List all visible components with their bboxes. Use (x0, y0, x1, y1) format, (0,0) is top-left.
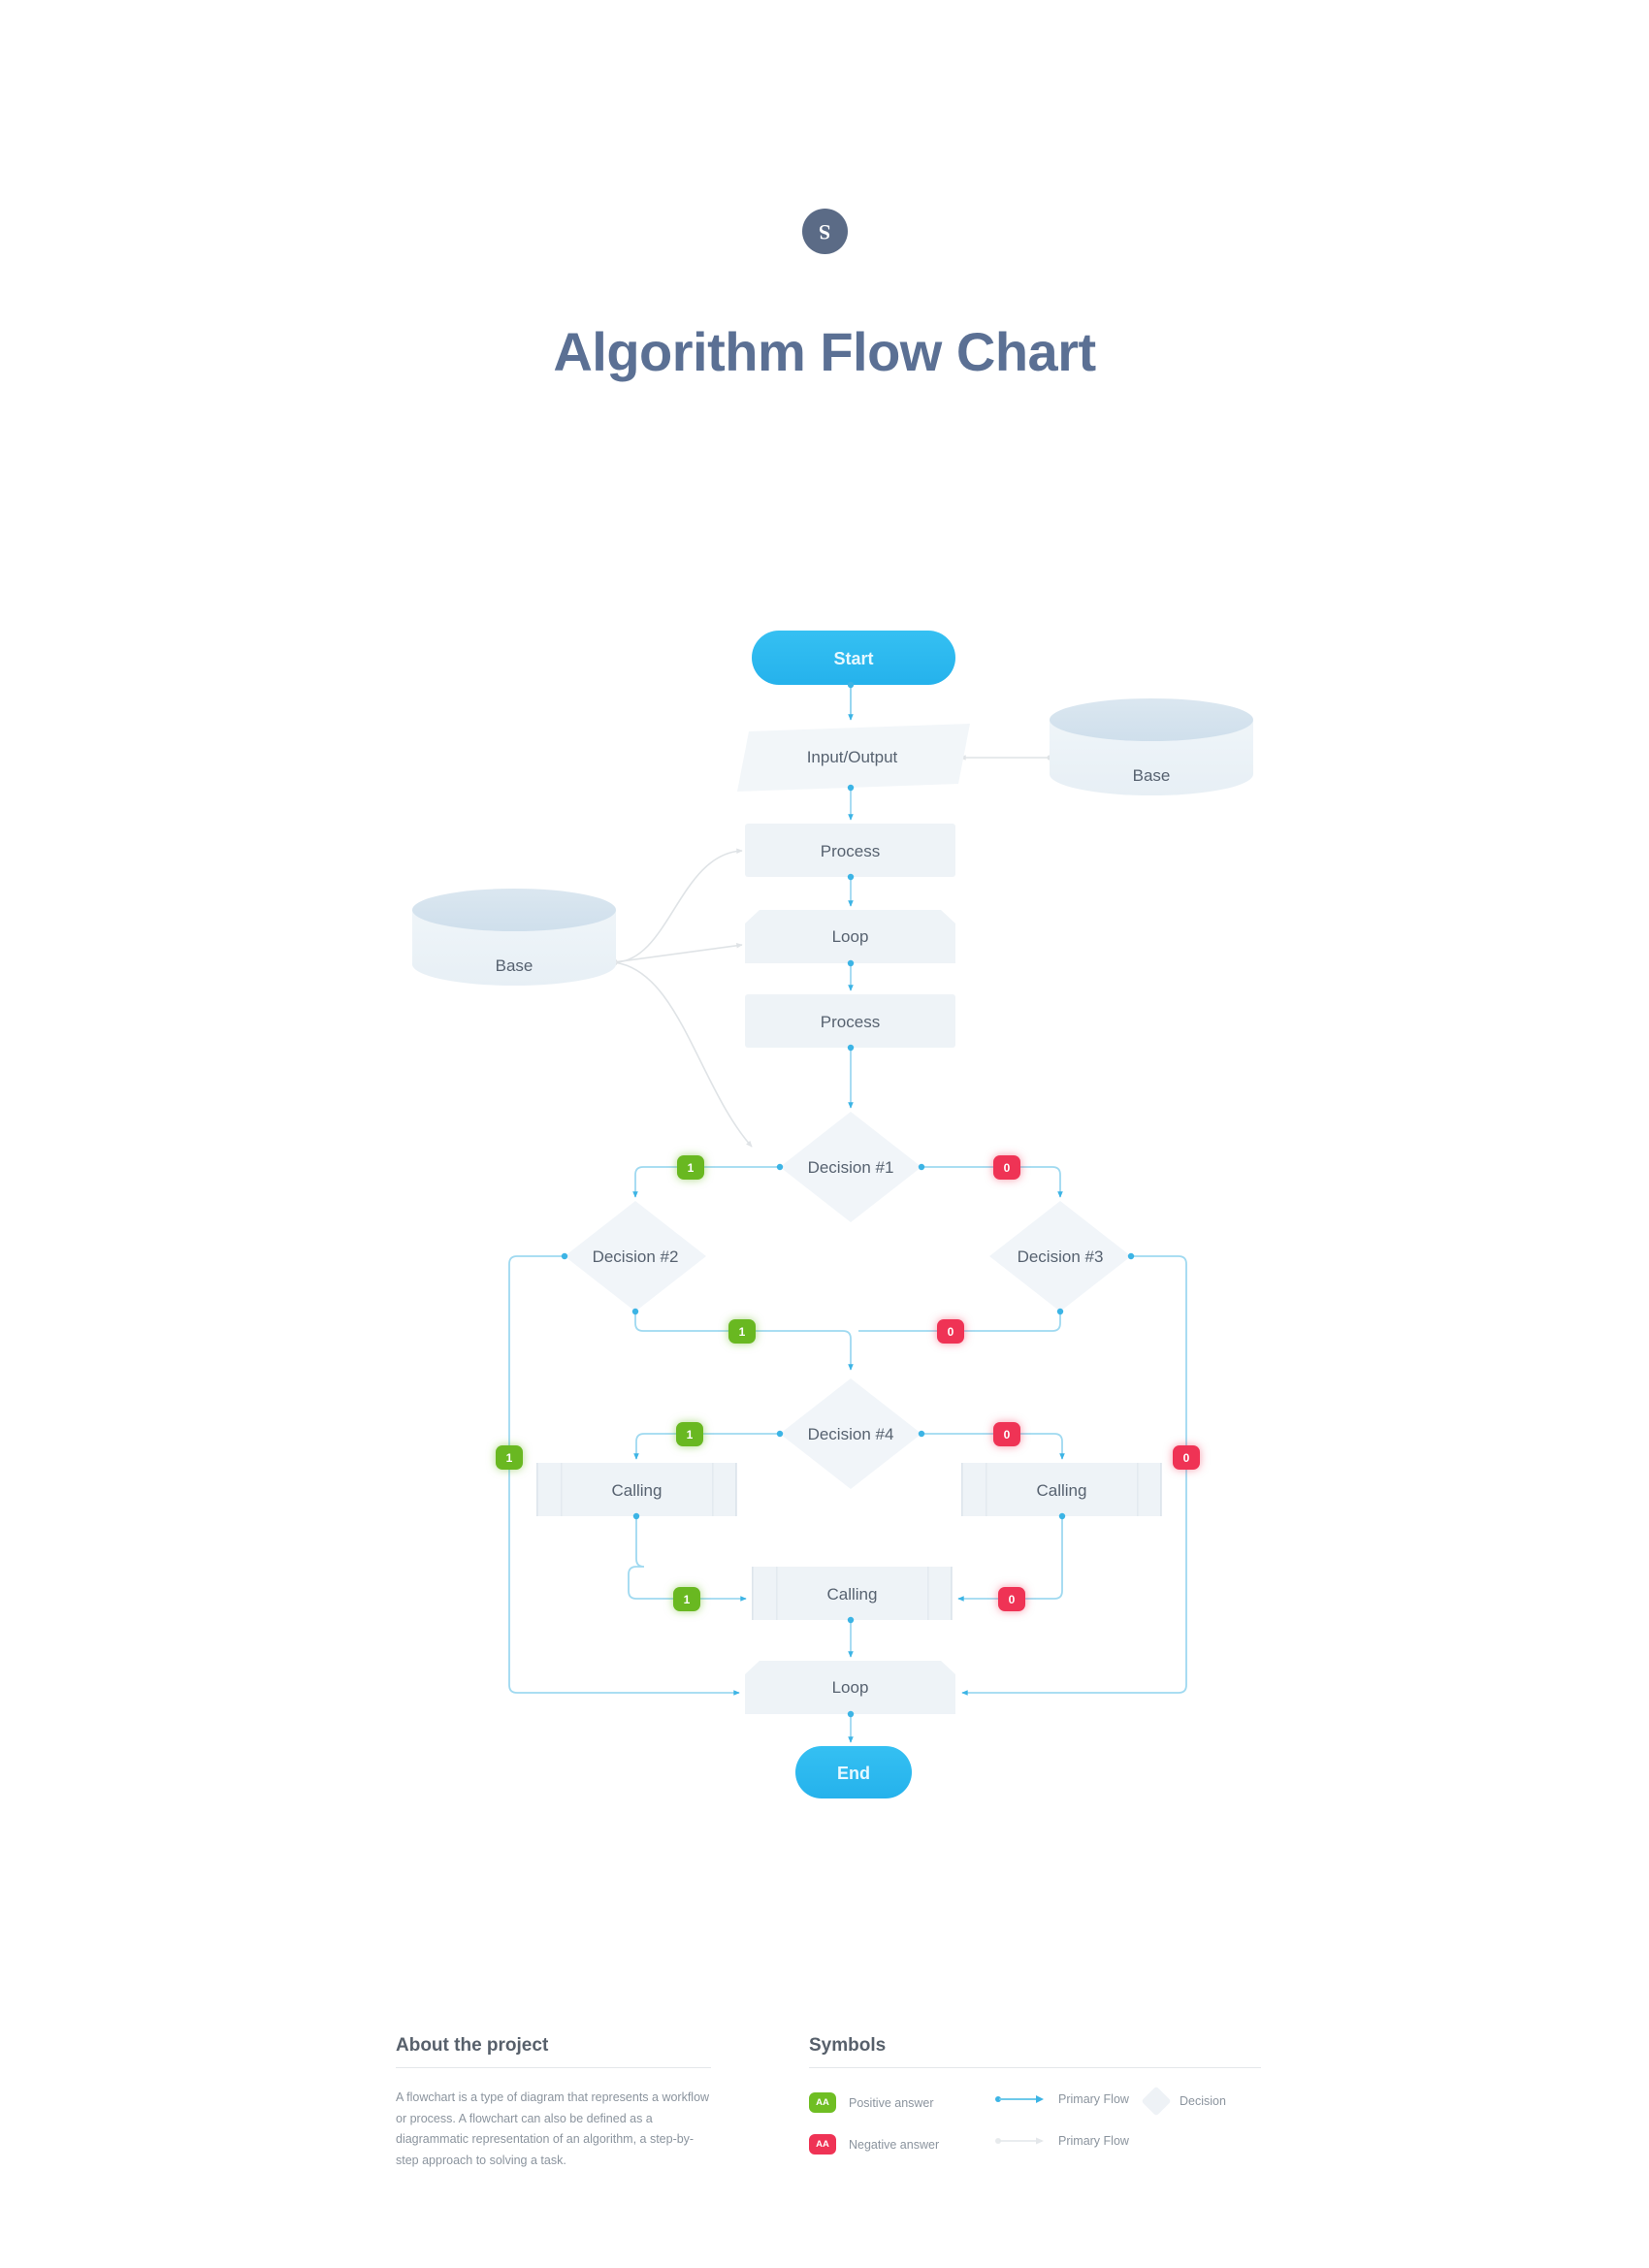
legend-item-primary-flow-cyan: Primary Flow (995, 2092, 1129, 2106)
edge-dec3-dec4 (858, 1312, 1061, 1332)
node-start (752, 631, 955, 685)
node-calling-right (961, 1463, 1162, 1516)
badge-dec3-negative: 0 (937, 1319, 964, 1344)
badge-dec1-positive: 1 (677, 1155, 704, 1180)
primary-flow-cyan-icon (995, 2095, 1044, 2103)
badge-dec2-positive: 1 (728, 1319, 756, 1344)
edge-baseleft-loop1 (613, 942, 743, 963)
badge-dec4-positive: 1 (676, 1422, 703, 1446)
decision-diamond-icon (1141, 2086, 1172, 2117)
node-decision-2 (565, 1201, 706, 1312)
legend-positive-label: Positive answer (849, 2095, 934, 2110)
node-decision-4 (780, 1378, 922, 1489)
page-title: Algorithm Flow Chart (553, 321, 1096, 382)
legend-negative-badge: AA (809, 2134, 836, 2155)
about-title: About the project (396, 2035, 549, 2056)
legend-item-decision: Decision (1141, 2086, 1226, 2117)
about-divider (396, 2067, 711, 2068)
legend-negative-label: Negative answer (849, 2137, 940, 2152)
edge-dec3-loop2-rail (961, 1255, 1187, 1696)
edge-dec1-dec3 (922, 1166, 1063, 1198)
edge-dec2-loop2-rail (508, 1255, 740, 1696)
legend-item-positive: AA Positive answer (809, 2092, 934, 2113)
primary-flow-group (508, 681, 1187, 1743)
about-body: A flowchart is a type of diagram that re… (396, 2090, 710, 2167)
legend-positive-badge: AA (809, 2092, 836, 2113)
edge-baseleft-process1 (613, 848, 743, 963)
logo-badge: S (802, 209, 848, 254)
badge-dec4-negative: 0 (993, 1422, 1020, 1446)
badge-dec2-rail-positive: 1 (496, 1445, 523, 1470)
legend-primary-flow-gray-label: Primary Flow (1058, 2134, 1129, 2148)
legend-item-primary-flow-gray: Primary Flow (995, 2134, 1129, 2148)
symbols-section: Symbols AA Positive answer AA Negative a… (809, 2035, 1261, 2158)
symbols-title: Symbols (809, 2035, 887, 2056)
badge-dec3-rail-negative: 0 (1173, 1445, 1200, 1470)
node-decision-1 (780, 1112, 922, 1222)
badge-callingright-negative: 0 (998, 1587, 1025, 1611)
edge-callingleft-callingmid (628, 1516, 747, 1602)
node-process-2 (745, 994, 955, 1048)
edge-dec4-callingright (922, 1433, 1065, 1460)
node-base-left (412, 889, 616, 986)
node-end (795, 1746, 912, 1798)
node-decision-3 (989, 1201, 1131, 1312)
node-calling-middle (752, 1567, 953, 1620)
node-loop-1 (745, 910, 955, 963)
node-calling-left (536, 1463, 737, 1516)
edge-callingright-callingmid (957, 1516, 1063, 1602)
legend-decision-label: Decision (1180, 2094, 1226, 2108)
badge-dec1-negative: 0 (993, 1155, 1020, 1180)
primary-flow-gray-icon (995, 2137, 1044, 2145)
about-section: About the project A flowchart is a type … (396, 2035, 711, 2171)
edge-dec4-callingleft (633, 1433, 780, 1460)
badge-callingleft-positive: 1 (673, 1587, 700, 1611)
legend-item-negative: AA Negative answer (809, 2134, 939, 2155)
node-input-output (737, 724, 970, 792)
symbols-divider (809, 2067, 1261, 2068)
node-process-1 (745, 824, 955, 877)
edge-dec1-dec2 (632, 1166, 780, 1198)
edge-baseleft-dec1 (613, 961, 753, 1148)
legend-primary-flow-cyan-label: Primary Flow (1058, 2092, 1129, 2106)
node-loop-2 (745, 1661, 955, 1714)
node-base-right (1050, 698, 1253, 795)
